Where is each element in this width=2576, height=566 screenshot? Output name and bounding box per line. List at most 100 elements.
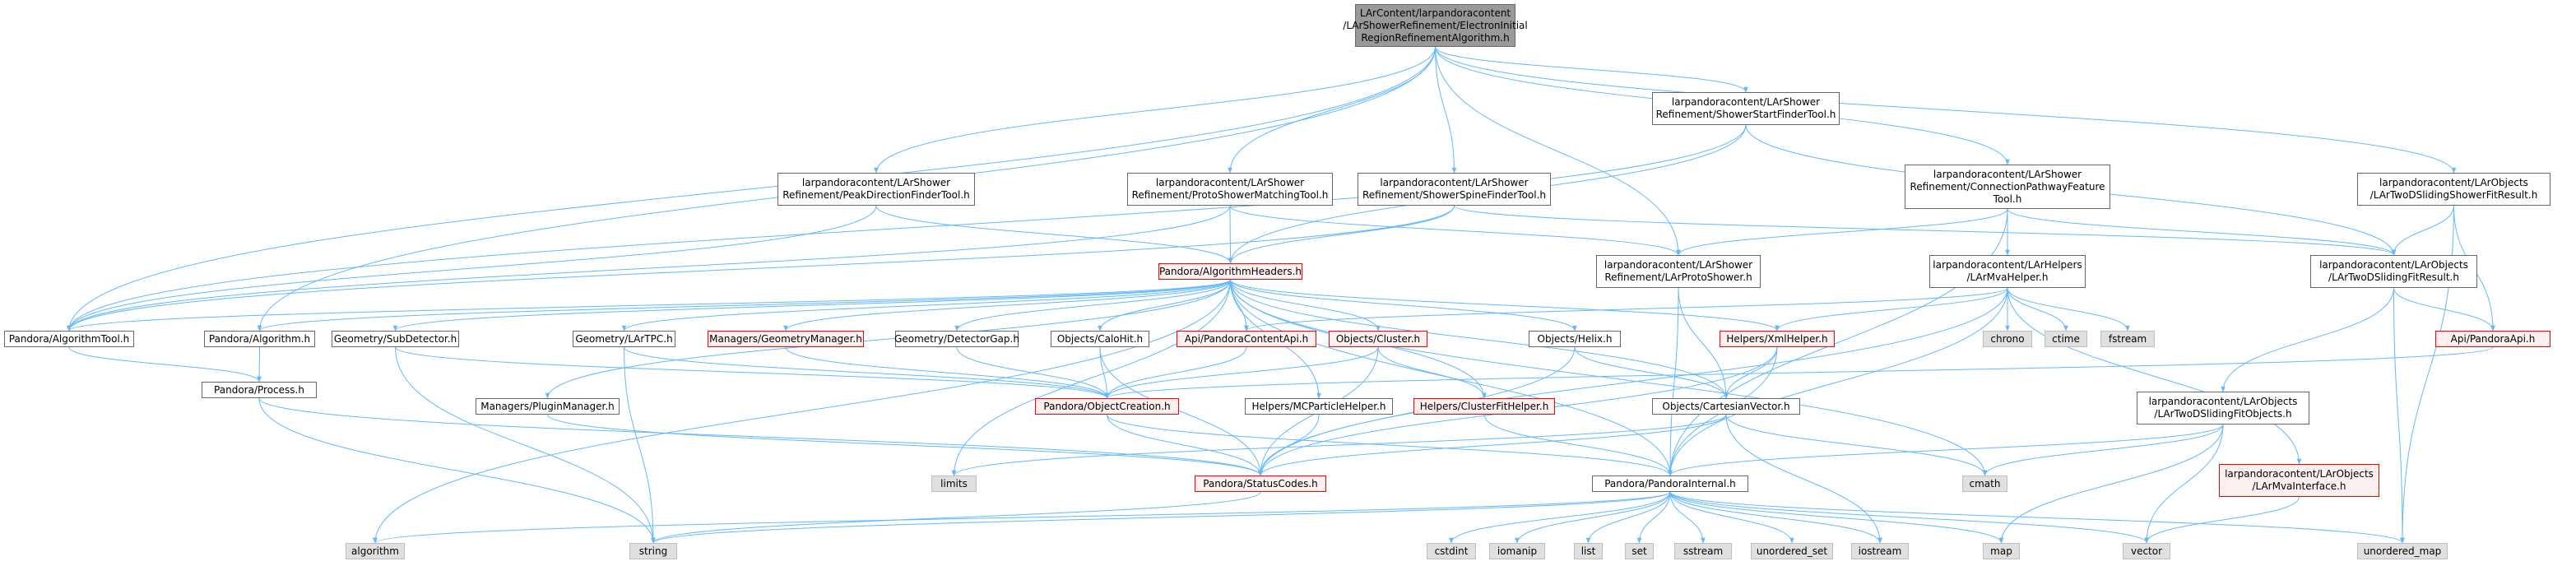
node-std-sstream[interactable]: sstream bbox=[1674, 543, 1732, 559]
node-std-fstream[interactable]: fstream bbox=[2100, 331, 2155, 347]
edge-mvahelper-to-ctime bbox=[2007, 287, 2068, 332]
edge-protomatch-to-protoshower bbox=[1229, 205, 1681, 256]
node-proto-shower-matching-tool[interactable]: larpandoracontent/LArShower Refinement/P… bbox=[1127, 173, 1333, 206]
node-lar-two-d-sliding-fit-result[interactable]: larpandoracontent/LArObjects /LArTwoDSli… bbox=[2310, 255, 2477, 288]
edge-mcparticle-to-statuscodes bbox=[1258, 414, 1320, 476]
node-plugin-manager[interactable]: Managers/PluginManager.h bbox=[476, 398, 620, 415]
node-lar-tpc[interactable]: Geometry/LArTPC.h bbox=[573, 331, 675, 347]
edge-subdetector-to-string bbox=[395, 346, 656, 544]
node-std-iostream[interactable]: iostream bbox=[1851, 543, 1909, 559]
edge-cartesian-to-cmath bbox=[1725, 414, 1988, 476]
edge-twodfitobj-to-map bbox=[1998, 424, 2224, 544]
edge-pandorainternal-to-sstream bbox=[1669, 491, 1706, 544]
edge-objcreation-to-statuscodes bbox=[1107, 414, 1263, 476]
edge-pandorainternal-to-algorithmstd bbox=[373, 491, 1671, 544]
edge-lartpc-to-string bbox=[624, 346, 656, 544]
edge-algheaders-to-algtool bbox=[67, 279, 1231, 332]
edge-twodfitobj-to-pandorainternal bbox=[1668, 424, 2224, 476]
node-geometry-manager[interactable]: Managers/GeometryManager.h bbox=[708, 331, 864, 347]
edge-twodfitobj-to-cmath bbox=[1982, 424, 2224, 476]
edge-protoshower-to-cartesian bbox=[1678, 287, 1729, 399]
node-process[interactable]: Pandora/Process.h bbox=[202, 382, 317, 398]
node-cluster-fit-helper[interactable]: Helpers/ClusterFitHelper.h bbox=[1413, 398, 1555, 415]
edge-algheaders-to-detgap bbox=[954, 279, 1231, 332]
node-detector-gap[interactable]: Geometry/DetectorGap.h bbox=[894, 331, 1019, 347]
node-std-cmath[interactable]: cmath bbox=[1962, 476, 2007, 492]
edge-root-to-protomatch bbox=[1228, 46, 1436, 174]
edge-spinefinder-to-algtool bbox=[67, 205, 1455, 332]
node-pandora-api[interactable]: Api/PandoraApi.h bbox=[2435, 331, 2550, 347]
node-mc-particle-helper[interactable]: Helpers/MCParticleHelper.h bbox=[1245, 398, 1393, 415]
edge-mvahelper-to-xmlhelper bbox=[1775, 287, 2008, 332]
node-algorithm-tool[interactable]: Pandora/AlgorithmTool.h bbox=[4, 331, 134, 347]
node-lar-mva-helper[interactable]: larpandoracontent/LArHelpers /LArMvaHelp… bbox=[1929, 255, 2086, 288]
node-algorithm[interactable]: Pandora/Algorithm.h bbox=[204, 331, 315, 347]
node-std-iomanip[interactable]: iomanip bbox=[1489, 543, 1545, 559]
node-std-cstdint[interactable]: cstdint bbox=[1427, 543, 1476, 559]
node-xml-helper[interactable]: Helpers/XmlHelper.h bbox=[1720, 331, 1835, 347]
edge-mvahelper-to-fstream bbox=[2007, 287, 2130, 332]
node-shower-start-finder-tool[interactable]: larpandoracontent/LArShower Refinement/S… bbox=[1652, 92, 1840, 125]
node-std-ctime[interactable]: ctime bbox=[2045, 331, 2087, 347]
edge-algheaders-to-calohit bbox=[1098, 279, 1231, 332]
edge-twodfit-to-unordered_map bbox=[2393, 287, 2405, 544]
node-sub-detector[interactable]: Geometry/SubDetector.h bbox=[332, 331, 459, 347]
edge-subdetector-to-objcreation bbox=[395, 346, 1110, 399]
node-std-algorithm[interactable]: algorithm bbox=[346, 543, 405, 559]
node-cartesian-vector[interactable]: Objects/CartesianVector.h bbox=[1652, 398, 1800, 415]
edge-process-to-string bbox=[258, 397, 656, 544]
edge-cluster-to-objcreation bbox=[1104, 346, 1379, 399]
edge-spinefinder-to-twodfit bbox=[1454, 205, 2397, 256]
edge-pluginmgr-to-statuscodes bbox=[547, 414, 1263, 476]
node-pandora-content-api[interactable]: Api/PandoraContentApi.h bbox=[1177, 331, 1316, 347]
node-std-set[interactable]: set bbox=[1625, 543, 1654, 559]
edge-protomatch-to-algtool bbox=[67, 205, 1231, 332]
node-object-creation[interactable]: Pandora/ObjectCreation.h bbox=[1035, 398, 1179, 415]
edge-algheaders-to-algorithm bbox=[257, 279, 1231, 332]
node-std-map[interactable]: map bbox=[1983, 543, 2020, 559]
node-connection-pathway-feature-tool[interactable]: larpandoracontent/LArShower Refinement/C… bbox=[1905, 165, 2110, 209]
edge-protoshower-to-pandorainternal bbox=[1668, 287, 1679, 476]
edge-xmlhelper-to-cartesian bbox=[1724, 346, 1778, 399]
edge-algheaders-to-cmath bbox=[1230, 279, 1988, 476]
edge-mvahelper-to-mvainterface bbox=[2007, 287, 2302, 465]
edge-cartesian-to-limits bbox=[951, 414, 1727, 476]
node-calo-hit[interactable]: Objects/CaloHit.h bbox=[1051, 331, 1149, 347]
node-lar-two-d-sliding-fit-objects[interactable]: larpandoracontent/LArObjects /LArTwoDSli… bbox=[2137, 392, 2309, 424]
edge-pandorainternal-to-map bbox=[1669, 491, 2004, 544]
edge-lartpc-to-objcreation bbox=[624, 346, 1110, 399]
edge-algheaders-to-algorithmstd bbox=[373, 279, 1231, 544]
edge-mvahelper-to-pandorainternal bbox=[1668, 287, 2008, 476]
edge-pandorainternal-to-iomanip bbox=[1515, 491, 1671, 544]
node-lar-mva-interface[interactable]: larpandoracontent/LArObjects /LArMvaInte… bbox=[2219, 464, 2379, 497]
node-std-list[interactable]: list bbox=[1574, 543, 1603, 559]
edge-peakdir-to-algheaders bbox=[875, 205, 1233, 264]
edge-protomatch-to-algheaders bbox=[1228, 205, 1233, 264]
edge-peakdir-to-algtool bbox=[67, 205, 877, 332]
edge-root-to-spinefinder bbox=[1435, 46, 1457, 174]
node-std-limits[interactable]: limits bbox=[931, 476, 977, 492]
edge-calohit-to-statuscodes bbox=[1099, 346, 1263, 476]
edge-pandorainternal-to-set bbox=[1636, 491, 1671, 544]
node-two-d-sliding-shower-fit-result[interactable]: larpandoracontent/LArObjects /LArTwoDSli… bbox=[2357, 173, 2550, 206]
node-status-codes[interactable]: Pandora/StatusCodes.h bbox=[1195, 476, 1326, 492]
node-lar-proto-shower[interactable]: larpandoracontent/LArShower Refinement/L… bbox=[1596, 255, 1761, 288]
node-pandora-internal[interactable]: Pandora/PandoraInternal.h bbox=[1592, 476, 1748, 492]
edge-detgap-to-objcreation bbox=[956, 346, 1110, 399]
node-std-unordered-map[interactable]: unordered_map bbox=[2357, 543, 2448, 559]
node-std-chrono[interactable]: chrono bbox=[1983, 331, 2032, 347]
node-shower-spine-finder-tool[interactable]: larpandoracontent/LArShower Refinement/S… bbox=[1358, 173, 1551, 206]
node-std-unordered-set[interactable]: unordered_set bbox=[1751, 543, 1833, 559]
node-std-vector[interactable]: vector bbox=[2123, 543, 2170, 559]
edge-clusterfit-to-pandorainternal bbox=[1483, 414, 1673, 476]
node-helix[interactable]: Objects/Helix.h bbox=[1529, 331, 1621, 347]
node-algorithm-headers[interactable]: Pandora/AlgorithmHeaders.h bbox=[1158, 263, 1302, 280]
node-peak-direction-finder-tool[interactable]: larpandoracontent/LArShower Refinement/P… bbox=[777, 173, 975, 206]
node-cluster[interactable]: Objects/Cluster.h bbox=[1329, 331, 1427, 347]
node-std-string[interactable]: string bbox=[629, 543, 677, 559]
edge-root-to-algtool bbox=[67, 46, 1436, 332]
edge-algheaders-to-xmlhelper bbox=[1230, 279, 1780, 332]
edge-process-to-statuscodes bbox=[258, 397, 1263, 476]
edge-geommgr-to-objcreation bbox=[785, 346, 1110, 399]
